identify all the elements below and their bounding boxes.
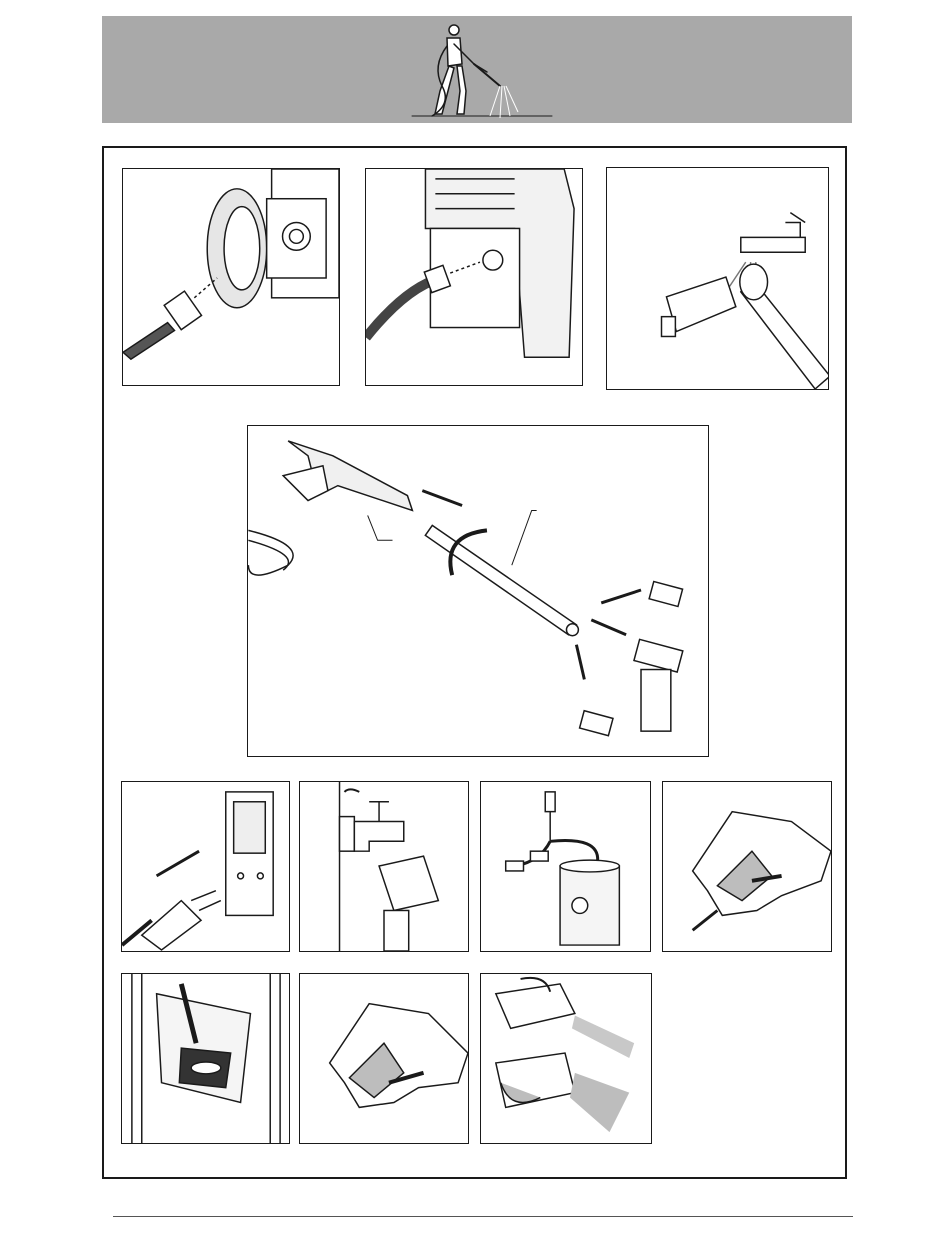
figure-2 xyxy=(365,168,583,386)
nozzle-spray-adjust-icon xyxy=(481,974,651,1143)
trigger-squeeze-icon xyxy=(300,974,468,1143)
figure-5 xyxy=(121,781,290,952)
figure-6 xyxy=(299,781,469,952)
gun-lance-nozzle-assembly-icon xyxy=(248,426,708,756)
inlet-filter-rinse-icon xyxy=(607,168,828,389)
figure-4 xyxy=(247,425,709,757)
hose-outlet-connection-icon xyxy=(123,169,339,385)
power-switch-press-icon xyxy=(122,974,289,1143)
figure-9 xyxy=(121,973,290,1144)
figure-8 xyxy=(662,781,832,952)
pressure-washer-operator-icon xyxy=(102,16,852,123)
figure-7 xyxy=(480,781,651,952)
trigger-lock-release-icon xyxy=(663,782,831,951)
hose-inlet-connection-icon xyxy=(366,169,582,385)
water-tap-open-icon xyxy=(300,782,468,951)
figure-3 xyxy=(606,167,829,390)
figure-11 xyxy=(480,973,652,1144)
water-tank-suction-icon xyxy=(481,782,650,951)
figure-1 xyxy=(122,168,340,386)
figure-10 xyxy=(299,973,469,1144)
power-plug-socket-icon xyxy=(122,782,289,951)
footer-rule xyxy=(113,1216,853,1217)
header-band xyxy=(102,16,852,123)
